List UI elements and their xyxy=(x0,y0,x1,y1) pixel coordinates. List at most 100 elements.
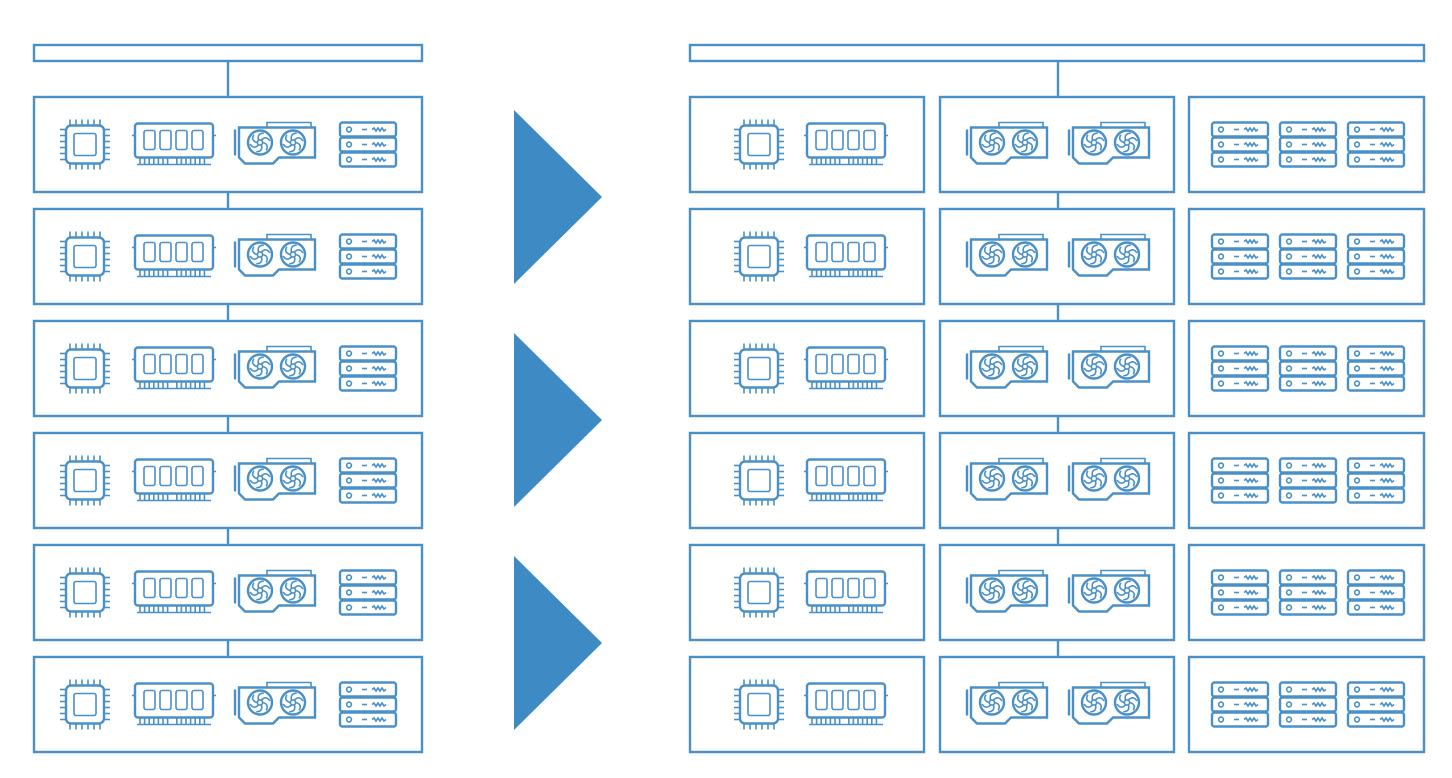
storage-stack-icon xyxy=(1210,233,1270,280)
gpu-icon xyxy=(965,345,1049,389)
storage-stack-icon xyxy=(338,569,398,616)
storage-stack-icon xyxy=(1278,681,1338,728)
right-top-bus xyxy=(688,43,1426,63)
storage-stack-icon xyxy=(1346,121,1406,168)
gpu-icon xyxy=(965,569,1049,613)
pool-row xyxy=(688,543,1426,657)
gpu-pool-unit xyxy=(938,207,1176,306)
gpu-icon xyxy=(965,681,1049,725)
right-triangle-arrow-icon xyxy=(514,556,602,730)
memory-module-icon xyxy=(804,570,888,614)
server-row xyxy=(32,431,424,545)
gpu-pool-unit xyxy=(938,543,1176,642)
storage-stack-icon xyxy=(1210,121,1270,168)
storage-stack-icon xyxy=(338,681,398,728)
disaggregated-pools-group xyxy=(688,43,1426,754)
storage-stack-icon xyxy=(1346,457,1406,504)
storage-stack-icon xyxy=(1346,569,1406,616)
cpu-icon xyxy=(734,119,784,170)
gpu-pool-unit xyxy=(938,95,1176,194)
cpu-icon xyxy=(734,231,784,282)
storage-stack-icon xyxy=(1346,233,1406,280)
cpu-icon xyxy=(60,231,110,282)
gpu-icon xyxy=(965,457,1049,501)
storage-stack-icon xyxy=(1346,681,1406,728)
server-row xyxy=(32,655,424,754)
pool-row xyxy=(688,431,1426,545)
memory-module-icon xyxy=(132,122,216,166)
memory-module-icon xyxy=(132,346,216,390)
memory-module-icon xyxy=(804,346,888,390)
cpu-icon xyxy=(734,567,784,618)
memory-module-icon xyxy=(132,458,216,502)
storage-pool-unit xyxy=(1187,655,1426,754)
gpu-icon xyxy=(233,681,317,725)
pool-row xyxy=(688,655,1426,754)
cpu-icon xyxy=(734,679,784,730)
converged-servers-group xyxy=(32,43,424,754)
gpu-icon xyxy=(1067,569,1151,613)
gpu-icon xyxy=(1067,121,1151,165)
gpu-icon xyxy=(1067,233,1151,277)
gpu-icon xyxy=(233,121,317,165)
memory-module-icon xyxy=(132,234,216,278)
storage-stack-icon xyxy=(1210,569,1270,616)
memory-module-icon xyxy=(804,458,888,502)
storage-pool-unit xyxy=(1187,543,1426,642)
gpu-pool-unit xyxy=(938,319,1176,418)
memory-module-icon xyxy=(804,682,888,726)
right-triangle-arrow-icon xyxy=(514,333,602,507)
gpu-icon xyxy=(233,569,317,613)
right-triangle-arrow-icon xyxy=(514,110,602,284)
storage-stack-icon xyxy=(338,457,398,504)
compute-pool-unit xyxy=(688,543,926,642)
storage-stack-icon xyxy=(1210,457,1270,504)
cpu-icon xyxy=(60,567,110,618)
pool-row xyxy=(688,95,1426,209)
storage-stack-icon xyxy=(1210,345,1270,392)
memory-module-icon xyxy=(132,570,216,614)
gpu-icon xyxy=(965,121,1049,165)
storage-stack-icon xyxy=(1278,345,1338,392)
gpu-icon xyxy=(233,233,317,277)
left-top-bus xyxy=(32,43,424,63)
gpu-icon xyxy=(233,345,317,389)
storage-stack-icon xyxy=(338,121,398,168)
gpu-icon xyxy=(1067,345,1151,389)
arrows-group xyxy=(514,110,602,730)
storage-stack-icon xyxy=(1278,569,1338,616)
compute-pool-unit xyxy=(688,207,926,306)
cpu-icon xyxy=(60,119,110,170)
memory-module-icon xyxy=(132,682,216,726)
cpu-icon xyxy=(60,343,110,394)
storage-pool-unit xyxy=(1187,319,1426,418)
storage-pool-unit xyxy=(1187,95,1426,194)
cpu-icon xyxy=(60,455,110,506)
storage-stack-icon xyxy=(1210,681,1270,728)
pool-row xyxy=(688,207,1426,321)
gpu-pool-unit xyxy=(938,655,1176,754)
pool-row xyxy=(688,319,1426,433)
server-row xyxy=(32,207,424,321)
server-row xyxy=(32,319,424,433)
compute-pool-unit xyxy=(688,655,926,754)
gpu-icon xyxy=(1067,681,1151,725)
storage-pool-unit xyxy=(1187,207,1426,306)
storage-pool-unit xyxy=(1187,431,1426,530)
server-row xyxy=(32,95,424,209)
storage-stack-icon xyxy=(338,345,398,392)
compute-pool-unit xyxy=(688,95,926,194)
server-row xyxy=(32,543,424,657)
gpu-icon xyxy=(233,457,317,501)
storage-stack-icon xyxy=(338,233,398,280)
storage-stack-icon xyxy=(1346,345,1406,392)
gpu-icon xyxy=(1067,457,1151,501)
storage-stack-icon xyxy=(1278,457,1338,504)
gpu-pool-unit xyxy=(938,431,1176,530)
cpu-icon xyxy=(60,679,110,730)
gpu-icon xyxy=(965,233,1049,277)
compute-pool-unit xyxy=(688,431,926,530)
compute-pool-unit xyxy=(688,319,926,418)
